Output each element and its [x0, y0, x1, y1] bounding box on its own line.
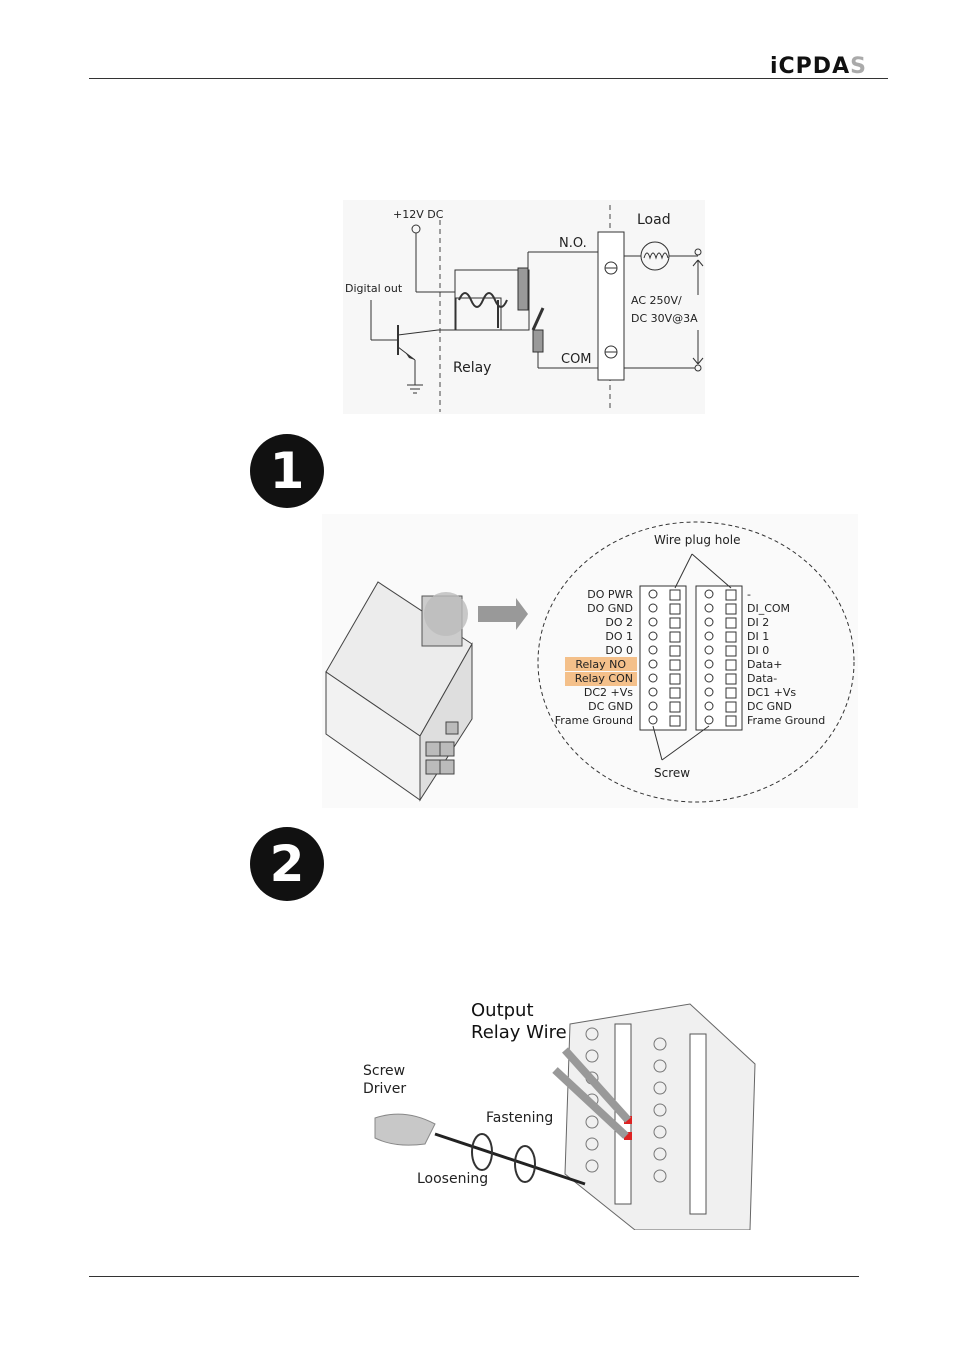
- digital-out-label: Digital out: [345, 282, 403, 295]
- fastening-label: Fastening: [486, 1110, 553, 1126]
- com-label: COM: [561, 352, 592, 367]
- footer-rule: [89, 1276, 859, 1277]
- output-wire-label-2: Relay Wire: [471, 1022, 567, 1043]
- loosening-label: Loosening: [417, 1171, 488, 1187]
- relay-schematic: +12V DC Relay Digital out N.O. COM Load …: [343, 200, 705, 414]
- left-terminal-label: Frame Ground: [555, 714, 633, 727]
- step-2-badge: 2: [250, 827, 324, 901]
- screw-label: Screw: [654, 766, 690, 780]
- left-terminal-label: Relay CON: [575, 672, 633, 685]
- terminal-diagram: Wire plug hole Screw DO PWR DO GND DO 2 …: [322, 514, 858, 808]
- supply-label: +12V DC: [393, 208, 444, 221]
- right-terminal-label: Frame Ground: [747, 714, 825, 727]
- left-terminal-label: DO GND: [587, 602, 633, 615]
- right-terminal-label: DC1 +Vs: [747, 686, 796, 699]
- header-rule: [89, 78, 888, 79]
- left-terminal-label: DO 2: [605, 616, 633, 629]
- right-terminal-label: DI_COM: [747, 602, 790, 615]
- left-terminal-label: DO 1: [605, 630, 633, 643]
- left-terminal-label: DO PWR: [587, 588, 633, 601]
- left-terminal-label: DC2 +Vs: [584, 686, 633, 699]
- wiring-illustration: Output Relay Wire Screw Driver Fastening…: [360, 994, 760, 1230]
- right-terminal-label: DC GND: [747, 700, 792, 713]
- screw-driver-label-2: Driver: [363, 1081, 406, 1097]
- rating-ac-label: AC 250V/: [631, 294, 682, 307]
- load-label: Load: [637, 212, 671, 228]
- screw-driver-label-1: Screw: [363, 1063, 405, 1079]
- left-terminal-label: DC GND: [588, 700, 633, 713]
- left-terminal-label: DO 0: [605, 644, 633, 657]
- right-terminal-label: DI 1: [747, 630, 769, 643]
- output-wire-label-1: Output: [471, 1000, 534, 1021]
- right-terminal-label: Data-: [747, 672, 777, 685]
- right-terminal-label: DI 2: [747, 616, 769, 629]
- wire-plug-hole-label: Wire plug hole: [654, 533, 740, 547]
- step-1-badge: 1: [250, 434, 324, 508]
- right-terminal-label: -: [747, 588, 751, 601]
- left-terminal-label: Relay NO: [575, 658, 626, 671]
- rating-dc-label: DC 30V@3A: [631, 312, 698, 325]
- relay-label: Relay: [453, 360, 491, 376]
- right-terminal-label: DI 0: [747, 644, 769, 657]
- no-label: N.O.: [559, 236, 587, 251]
- right-terminal-label: Data+: [747, 658, 782, 671]
- company-logo: iCPDAS: [770, 54, 867, 79]
